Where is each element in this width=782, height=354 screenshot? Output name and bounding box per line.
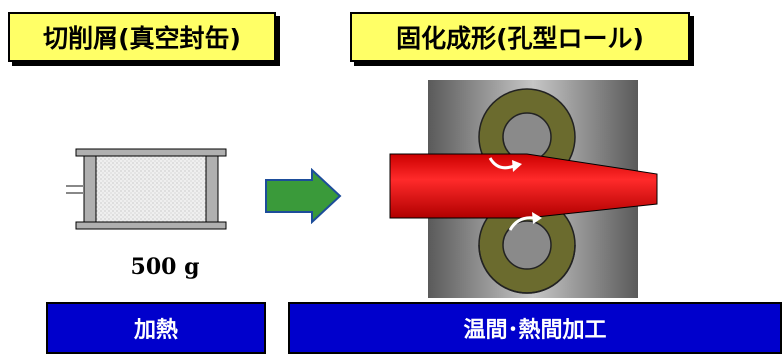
process-rolling-label: 温間･熱間加工 <box>463 318 607 343</box>
can-left-wall <box>83 155 97 223</box>
sample-weight: 500 g <box>130 254 200 280</box>
process-heating: 加熱 <box>46 302 266 354</box>
rolled-bar <box>389 153 658 219</box>
can-top-lid <box>75 148 227 157</box>
title-chips: 切削屑(真空封缶) <box>8 12 276 62</box>
can-bottom-lid <box>75 221 227 230</box>
rolling-mill-diagram <box>389 80 658 298</box>
title-chips-text: 切削屑(真空封缶) <box>43 24 241 53</box>
can-right-wall <box>205 155 219 223</box>
title-forming-text: 固化成形(孔型ロール) <box>396 24 644 53</box>
upper-roll-rotation-arrow <box>488 157 515 170</box>
process-heating-label: 加熱 <box>133 318 178 343</box>
lower-roll-front-rim <box>478 244 576 294</box>
sealed-can-diagram <box>66 148 227 230</box>
lower-roll-rotation-arrow <box>508 216 535 231</box>
process-rolling: 温間･熱間加工 <box>288 302 782 354</box>
title-forming: 固化成形(孔型ロール) <box>350 12 690 62</box>
process-arrow <box>265 168 342 224</box>
chips-fill <box>95 155 207 223</box>
